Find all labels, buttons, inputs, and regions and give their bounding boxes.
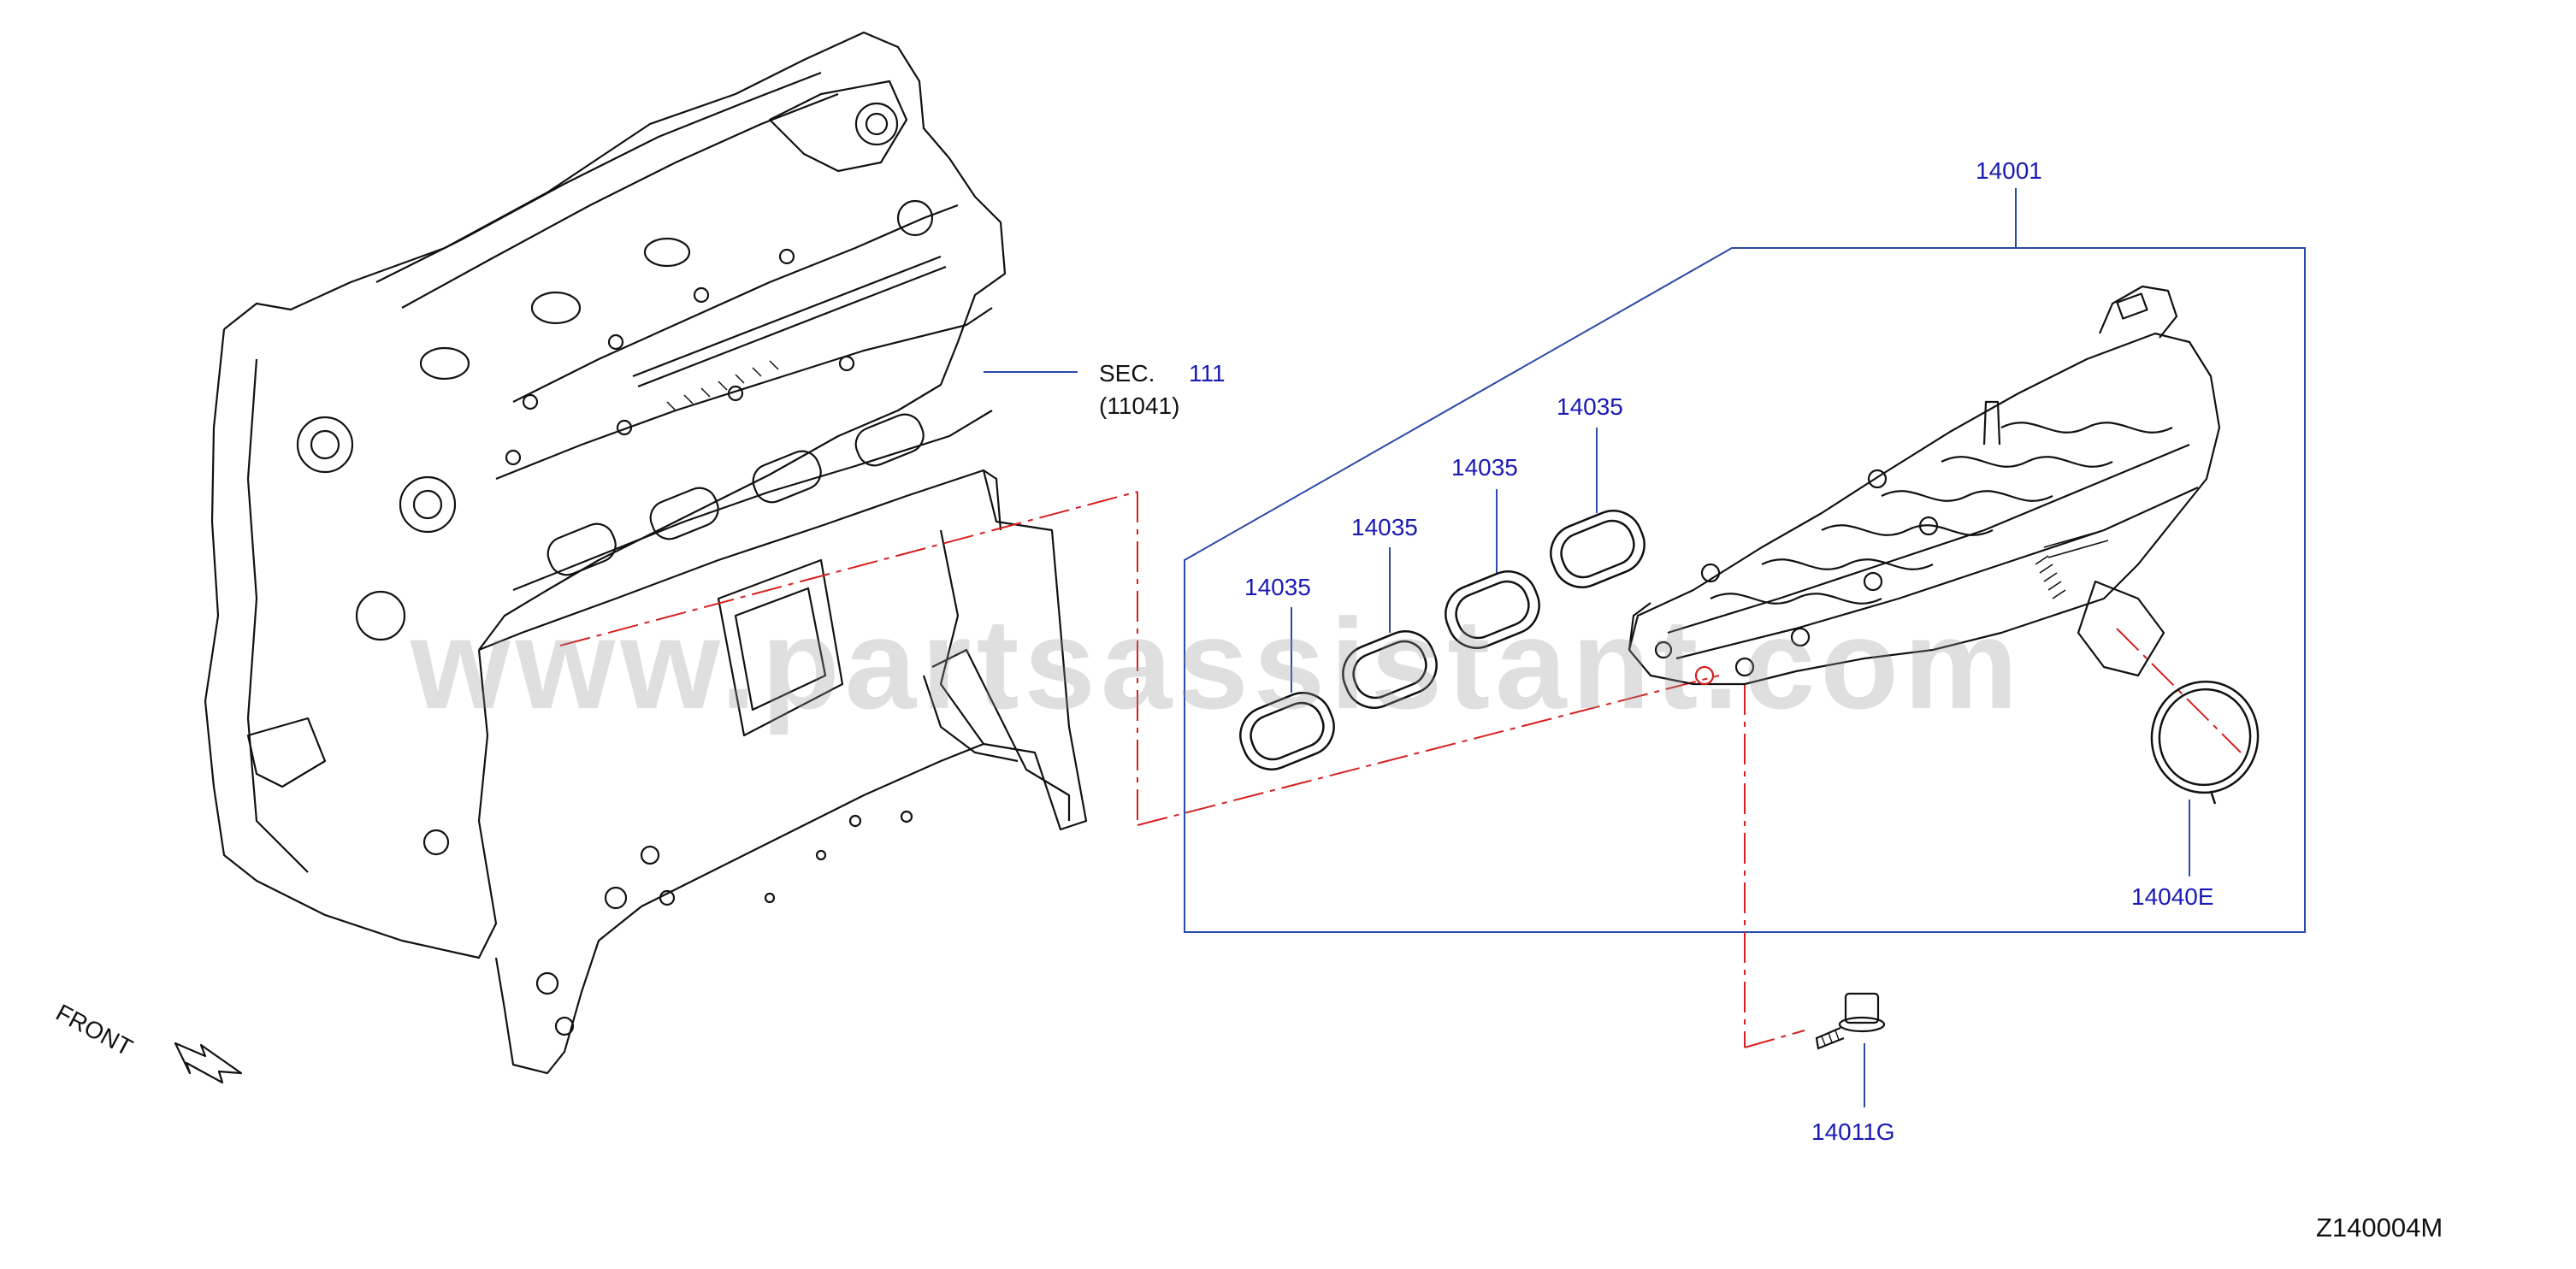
watermark: www.partsassistant.com [411, 592, 2024, 735]
callout-gasket-4: 14035 [1557, 393, 1623, 420]
callout-gasket-1: 14035 [1244, 574, 1311, 600]
intake-manifold [1628, 285, 2221, 686]
assembly-frame [1184, 188, 2306, 1107]
gasket-3 [1445, 570, 1540, 649]
callout-gasket-2: 14035 [1351, 514, 1418, 540]
callout-14040E: 14040E [2131, 883, 2214, 910]
callout-14011G: 14011G [1811, 1118, 1895, 1145]
sec-prefix: SEC. [1099, 360, 1155, 387]
alignment-chain-lines [559, 491, 2242, 1048]
sec-number: 111 [1189, 360, 1226, 387]
callout-gasket-3: 14035 [1451, 454, 1518, 481]
gasket-1 [1239, 692, 1335, 770]
figure-code: Z140004M [2316, 1213, 2443, 1242]
sec-reference: (11041) [1099, 393, 1180, 419]
gasket-2 [1342, 630, 1438, 709]
engine-block [204, 31, 1088, 1075]
gasket-4 [1550, 510, 1645, 588]
flange-bolt [1815, 992, 1886, 1050]
intake-gaskets [1239, 510, 1645, 770]
throttle-seal-ring [2150, 680, 2260, 805]
callout-14001: 14001 [1976, 157, 2042, 184]
front-arrow-icon [174, 1042, 243, 1084]
